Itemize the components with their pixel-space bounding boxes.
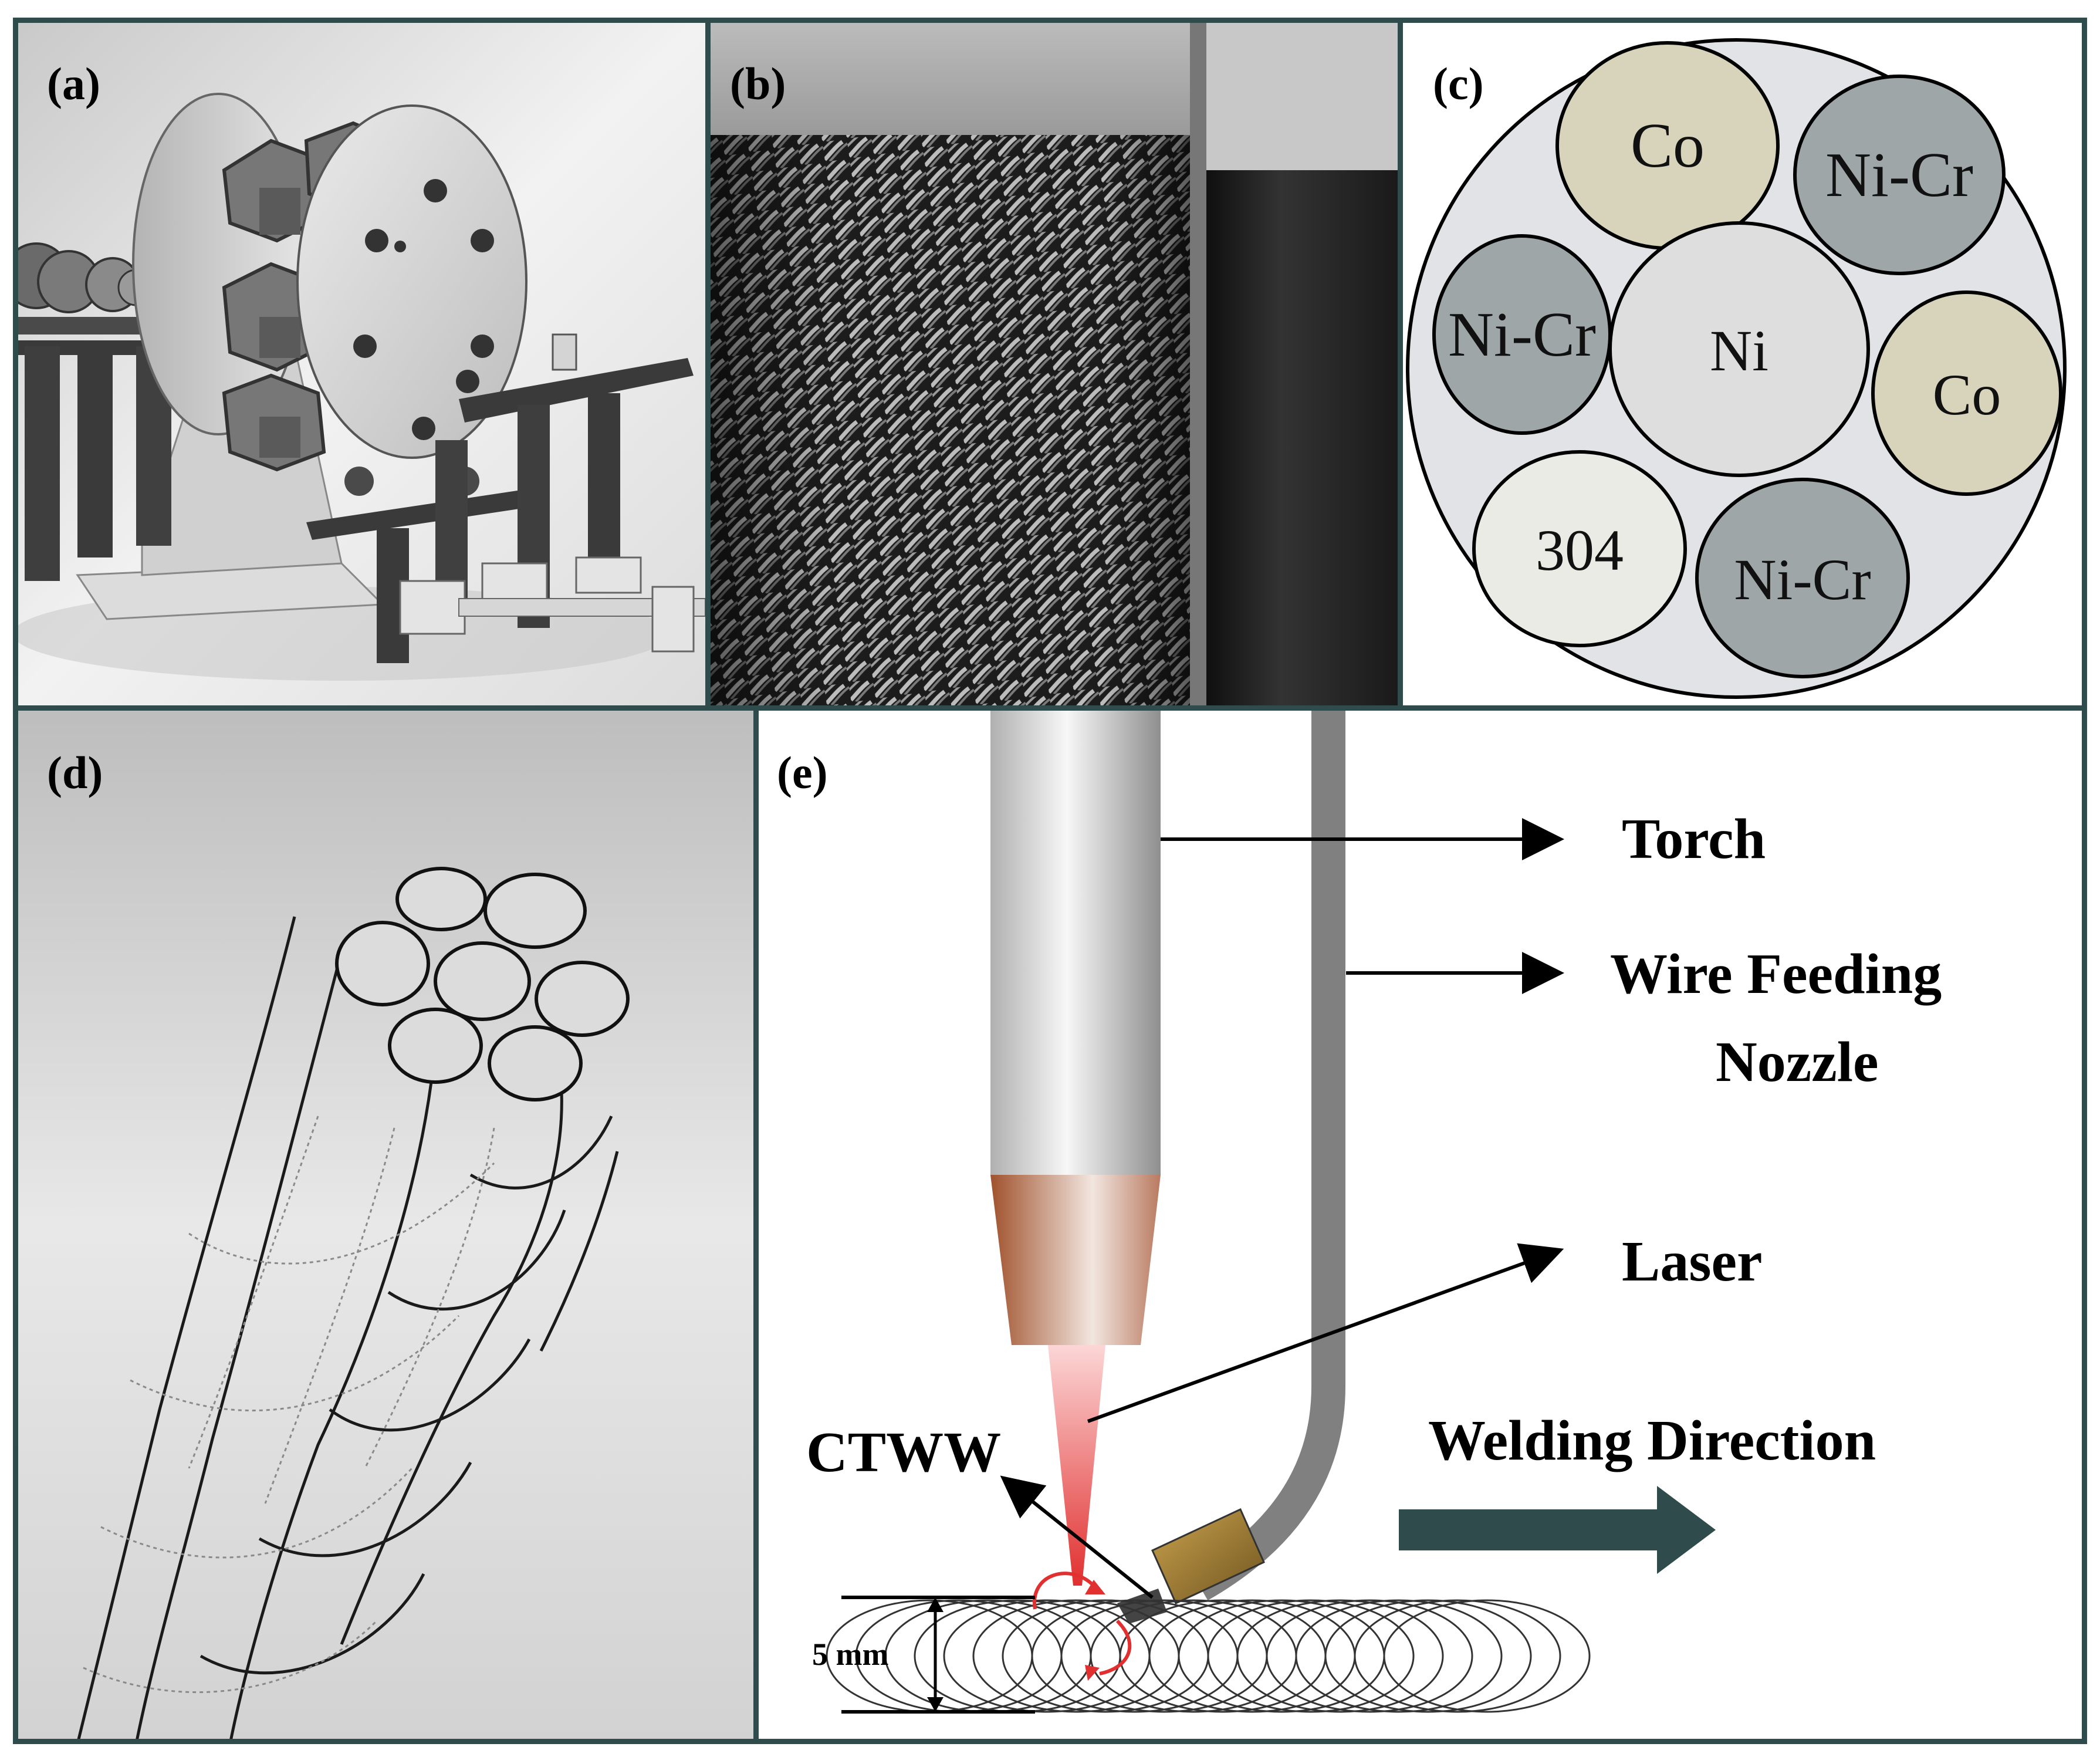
- wire-ss304: [1472, 450, 1687, 647]
- torch-nozzle: [990, 1175, 1161, 1345]
- wire-ni: [1608, 221, 1870, 477]
- welding-direction-arrow: [1399, 1486, 1716, 1574]
- track-ring: [1207, 1599, 1415, 1713]
- nozzle-label-line1: Wire Feeding: [1610, 942, 1942, 1006]
- deposit-track: [826, 1599, 1591, 1713]
- wire-spool-photo: [705, 18, 1398, 705]
- torch-body: [990, 705, 1161, 1175]
- panel-a: (a): [13, 18, 705, 705]
- track-ring: [1383, 1599, 1591, 1713]
- torch-label: Torch: [1622, 807, 1766, 871]
- welding-direction-label: Welding Direction: [1428, 1409, 1876, 1472]
- track-ring: [1324, 1599, 1532, 1713]
- track-ring: [1295, 1599, 1503, 1713]
- panel-b-label: (b): [730, 58, 786, 109]
- wire-nicr: [1695, 478, 1910, 678]
- panel-c-label: (c): [1433, 58, 1484, 109]
- ctww-leader: [1000, 1475, 1154, 1599]
- process-schematic: Torch Wire Feeding Nozzle Laser CTWW Wel…: [806, 705, 1942, 1714]
- laser-label: Laser: [1622, 1230, 1763, 1293]
- panel-a-label: (a): [47, 58, 100, 109]
- wire-label: Ni-Cr: [1825, 140, 1973, 210]
- panel-b: (b): [705, 18, 1398, 705]
- scale-label: 5 mm: [812, 1637, 888, 1672]
- wire-label: Ni: [1710, 318, 1768, 383]
- ctww-label: CTWW: [806, 1421, 1001, 1484]
- panel-d-label: (d): [47, 747, 103, 798]
- panel-e-label: (e): [777, 747, 828, 798]
- wire-label: 304: [1536, 518, 1624, 583]
- panel-e: Torch Wire Feeding Nozzle Laser CTWW Wel…: [753, 705, 2087, 1744]
- wire-label: Ni-Cr: [1448, 300, 1596, 370]
- nozzle-label-line2: Nozzle: [1716, 1030, 1879, 1094]
- laser-beam: [1048, 1345, 1105, 1586]
- wire-label: Co: [1933, 362, 2001, 427]
- wire-label: Ni-Cr: [1734, 547, 1871, 612]
- track-ring: [1236, 1599, 1444, 1713]
- wire-feed-tip: [1151, 1508, 1265, 1605]
- wire-label: Co: [1631, 111, 1705, 181]
- twisted-wire-sketch: [13, 705, 753, 1744]
- wire-co: [1871, 290, 2062, 496]
- track-ring: [1354, 1599, 1561, 1713]
- panel-d: (d): [13, 705, 753, 1744]
- wire-nicr: [1793, 75, 2006, 275]
- laser-leader: [1087, 1243, 1564, 1423]
- track-ring: [1266, 1599, 1473, 1713]
- twisting-machine-render: [13, 18, 705, 705]
